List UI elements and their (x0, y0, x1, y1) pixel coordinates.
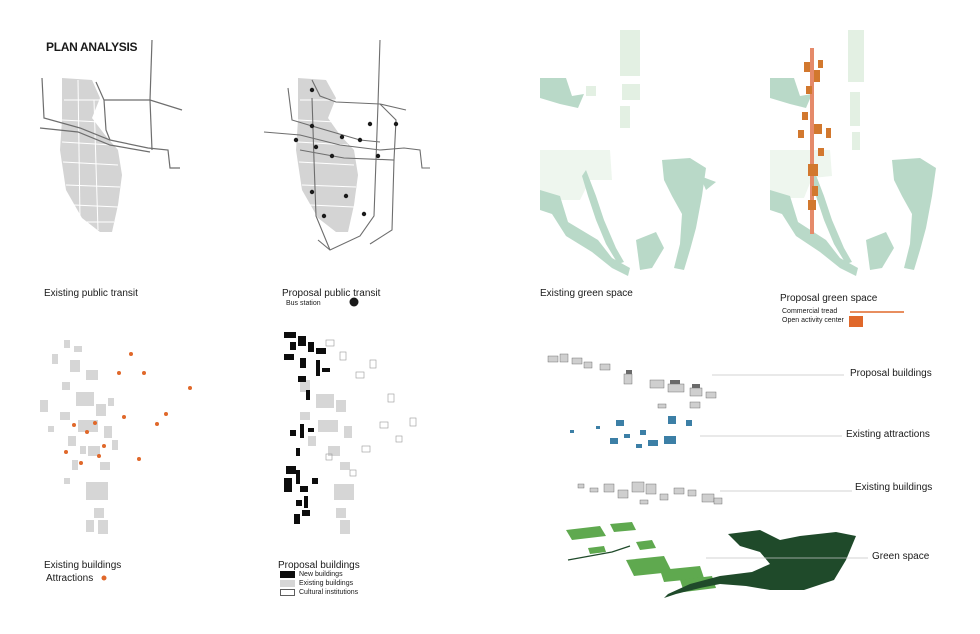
layer-label-green-space: Green space (872, 551, 930, 562)
caption-existing-green: Existing green space (540, 288, 633, 299)
attraction-markers (64, 352, 192, 581)
green-light-areas (540, 30, 640, 200)
district-shape (60, 78, 122, 232)
legend-new-buildings: New buildings (299, 571, 343, 578)
caption-proposal-transit: Proposal public transit (282, 288, 381, 299)
transit-lines (39, 39, 183, 169)
legend-cultural-institutions: Cultural institutions (299, 589, 359, 596)
legend-activity: Open activity center (782, 317, 844, 324)
layer-label-existing-attractions: Existing attractions (846, 429, 930, 440)
legend-cultural-swatch (280, 589, 295, 596)
legend-new-swatch (280, 571, 295, 578)
bus-stations (293, 87, 399, 219)
axo-proposal-buildings (547, 353, 717, 409)
green-teal-areas (540, 78, 716, 276)
new-buildings-black (284, 332, 330, 524)
legend-attractions: Attractions (46, 573, 94, 584)
axo-green-space (566, 522, 856, 598)
caption-proposal-buildings: Proposal buildings (278, 560, 360, 571)
legend-existing-buildings: Existing buildings (299, 580, 354, 587)
layer-label-proposal-buildings: Proposal buildings (850, 368, 932, 379)
bus-station-legend-dot (349, 297, 359, 307)
caption-proposal-green: Proposal green space (780, 293, 878, 304)
layer-label-existing-buildings: Existing buildings (855, 482, 933, 493)
open-activity-centers (798, 60, 831, 210)
caption-existing-buildings: Existing buildings (44, 560, 122, 571)
axo-existing-attractions (570, 416, 692, 448)
axo-existing-buildings (577, 481, 723, 505)
legend-bus-station: Bus station (286, 300, 321, 307)
activity-legend-swatch (849, 316, 863, 327)
commercial-tread-line (810, 48, 814, 234)
cultural-institutions (325, 339, 417, 477)
page-title: PLAN ANALYSIS (46, 40, 138, 54)
caption-existing-transit: Existing public transit (44, 288, 138, 299)
existing-buildings-gray (300, 380, 354, 534)
existing-building-blocks (40, 340, 118, 534)
legend-existing-swatch (280, 580, 295, 587)
district-streets (61, 79, 121, 231)
legend-commercial: Commercial tread (782, 308, 838, 315)
